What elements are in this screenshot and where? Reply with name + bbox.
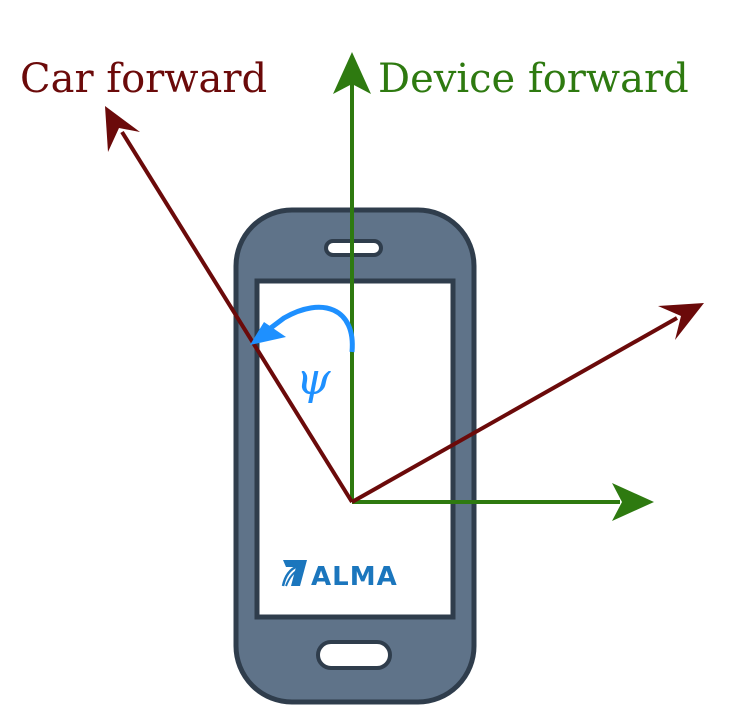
alma-logo: ALMA [281,560,398,592]
car-forward-arrowhead [105,106,140,152]
car-right-arrowhead [658,303,704,340]
device-forward-arrowhead [333,52,371,94]
car-forward-label: Car forward [20,56,267,102]
angle-arrowhead [250,322,286,345]
device-forward-label: Device forward [378,56,689,102]
angle-arc [266,304,355,353]
phone-home-button [316,640,392,670]
car-forward-axis [120,130,354,504]
car-right-axis [351,316,678,504]
device-right-arrowhead [612,483,654,521]
car-axes [105,106,704,504]
device-axes [333,52,654,521]
smartphone-icon [233,207,477,705]
angle-label: ψ [296,354,331,405]
alma-logo-text: ALMA [311,562,398,592]
angle-psi: ψ [250,304,355,405]
alma-logo-icon [281,560,307,587]
